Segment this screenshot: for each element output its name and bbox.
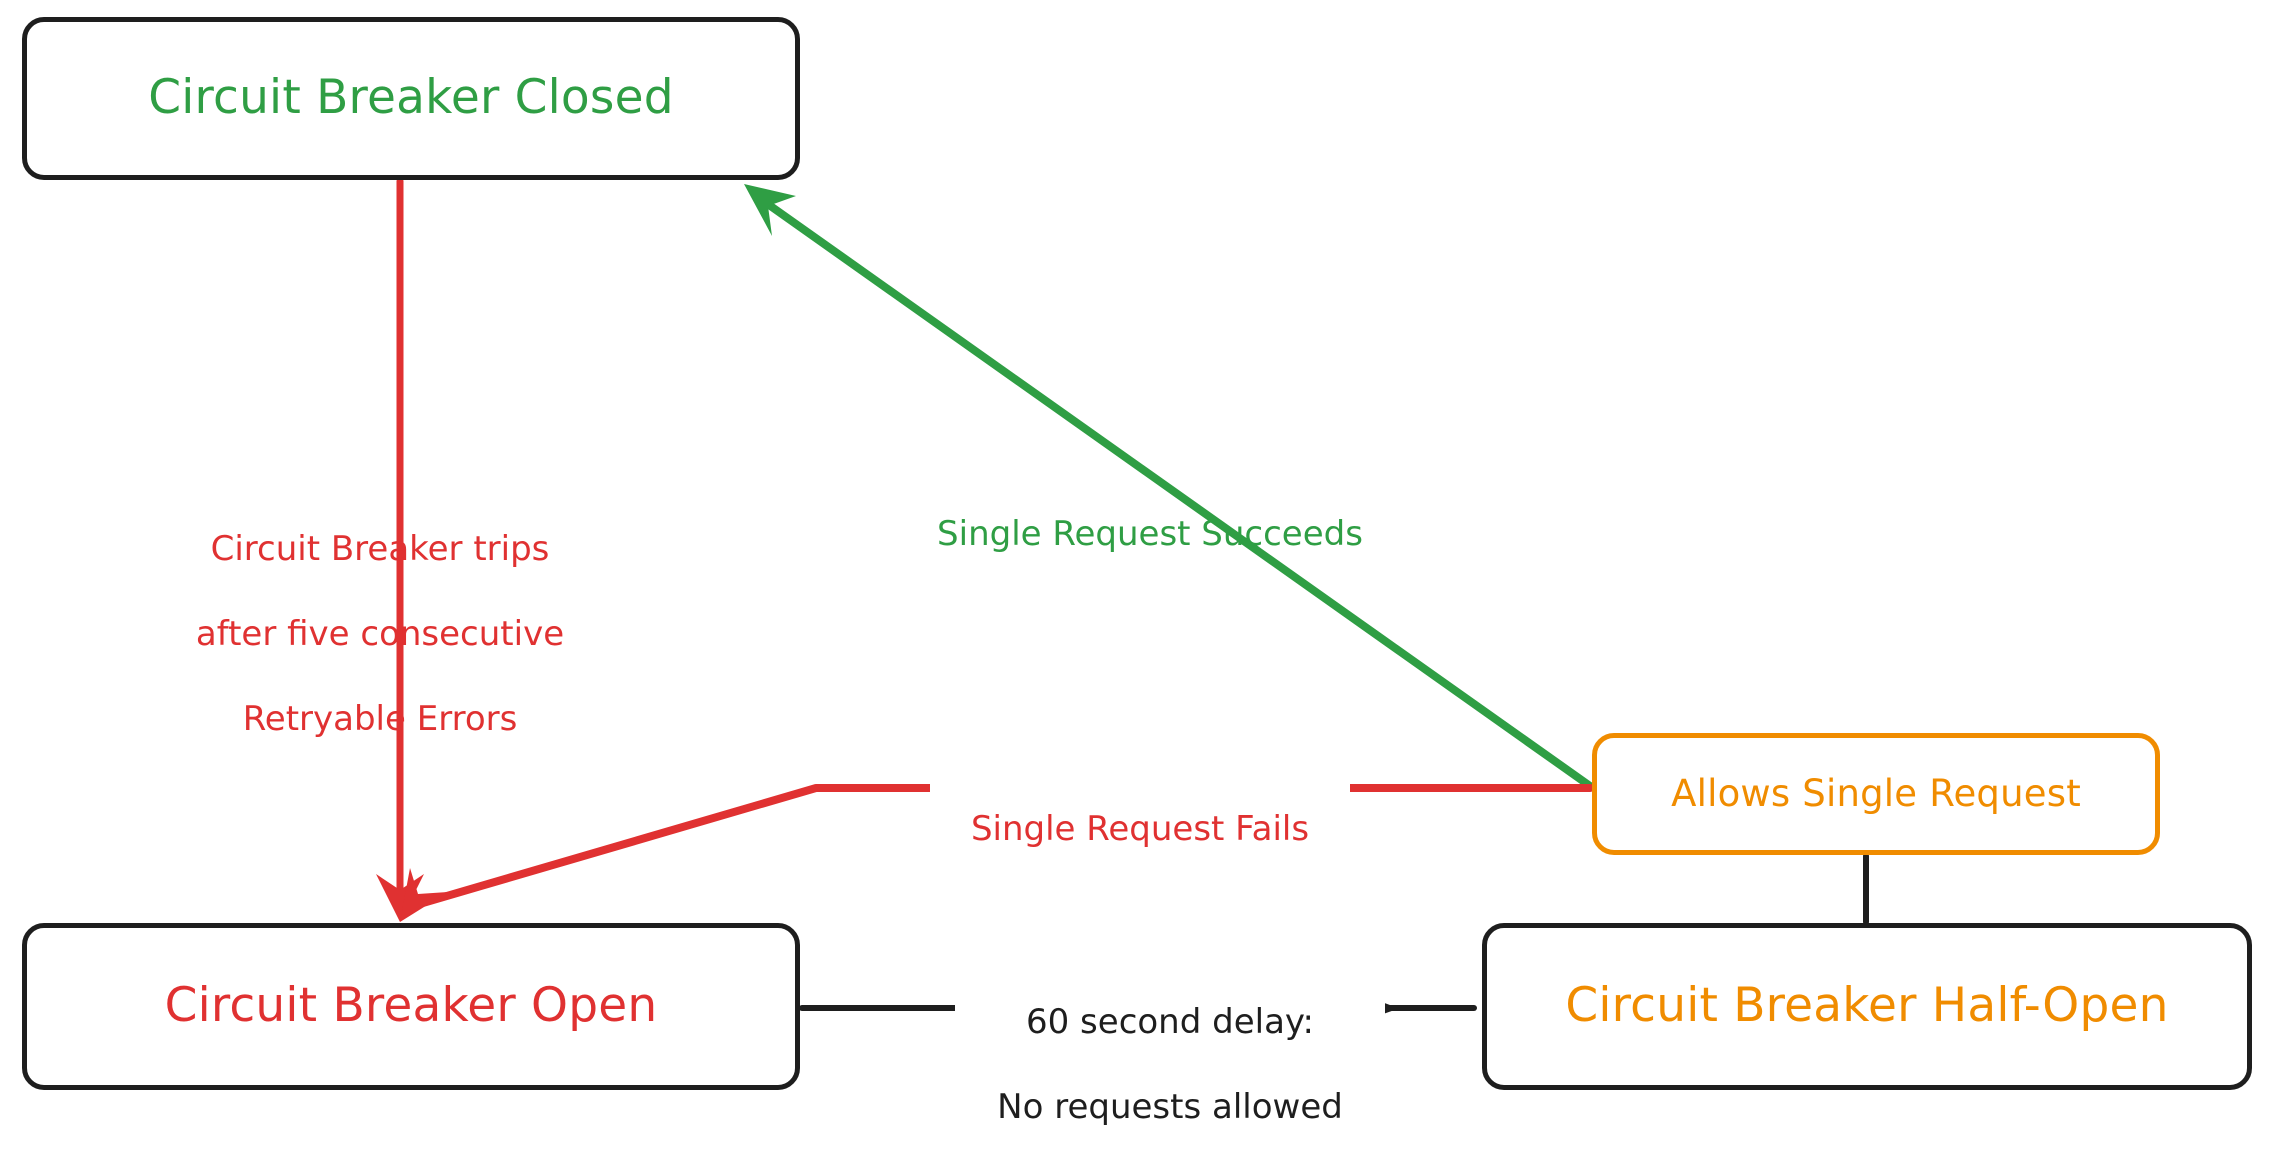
arrowhead <box>744 184 796 236</box>
node-circuit-breaker-half-open[interactable]: Circuit Breaker Half-Open <box>1482 923 2252 1090</box>
edge-closed-to-open <box>376 177 424 922</box>
edge-allows-to-closed <box>744 184 1594 790</box>
node-label: Circuit Breaker Half-Open <box>1565 978 2169 1034</box>
arrowhead <box>400 868 448 922</box>
node-label: Allows Single Request <box>1671 771 2081 815</box>
edge-line <box>412 784 1594 909</box>
node-label: Circuit Breaker Closed <box>148 70 674 126</box>
node-label: Circuit Breaker Open <box>164 978 658 1034</box>
node-allows-single-request[interactable]: Allows Single Request <box>1592 733 2160 855</box>
edge-line <box>758 196 1594 790</box>
edge-allows-to-open <box>400 784 1594 922</box>
edge-open-to-halfopen <box>799 988 1477 1028</box>
node-circuit-breaker-closed[interactable]: Circuit Breaker Closed <box>22 17 800 180</box>
node-circuit-breaker-open[interactable]: Circuit Breaker Open <box>22 923 800 1090</box>
diagram-canvas: Circuit Breaker Closed Circuit Breaker O… <box>22 17 2252 1127</box>
